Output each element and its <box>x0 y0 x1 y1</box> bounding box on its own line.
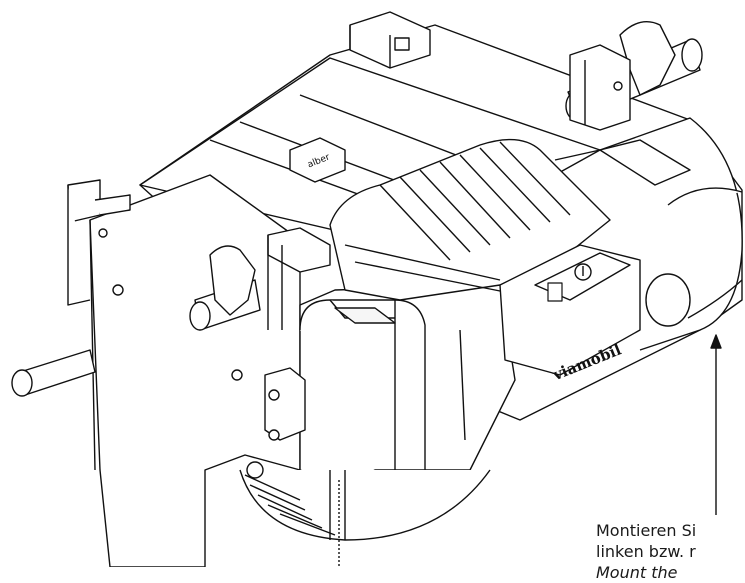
brand-plate: alber <box>289 137 346 183</box>
callout-text: Montieren Si linken bzw. r Mount the <box>596 520 696 583</box>
front-motor-housing <box>299 284 521 486</box>
callout-line-2: linken bzw. r <box>596 542 696 561</box>
control-panel <box>499 244 641 376</box>
callout-line-1: Montieren Si <box>596 521 697 540</box>
wheelchair-drive-unit-drawing: alber viamobil <box>11 11 743 567</box>
left-knob <box>189 245 261 331</box>
front-clamp <box>264 227 331 441</box>
pointer-lines <box>338 334 722 567</box>
callout-line-3: Mount the <box>596 563 678 582</box>
ribbed-cover <box>329 138 611 301</box>
rear-top-clamp <box>349 11 431 69</box>
battery-icon <box>547 282 563 302</box>
drive-wheel <box>239 461 491 541</box>
right-knob <box>565 21 703 131</box>
left-axle <box>11 349 96 397</box>
